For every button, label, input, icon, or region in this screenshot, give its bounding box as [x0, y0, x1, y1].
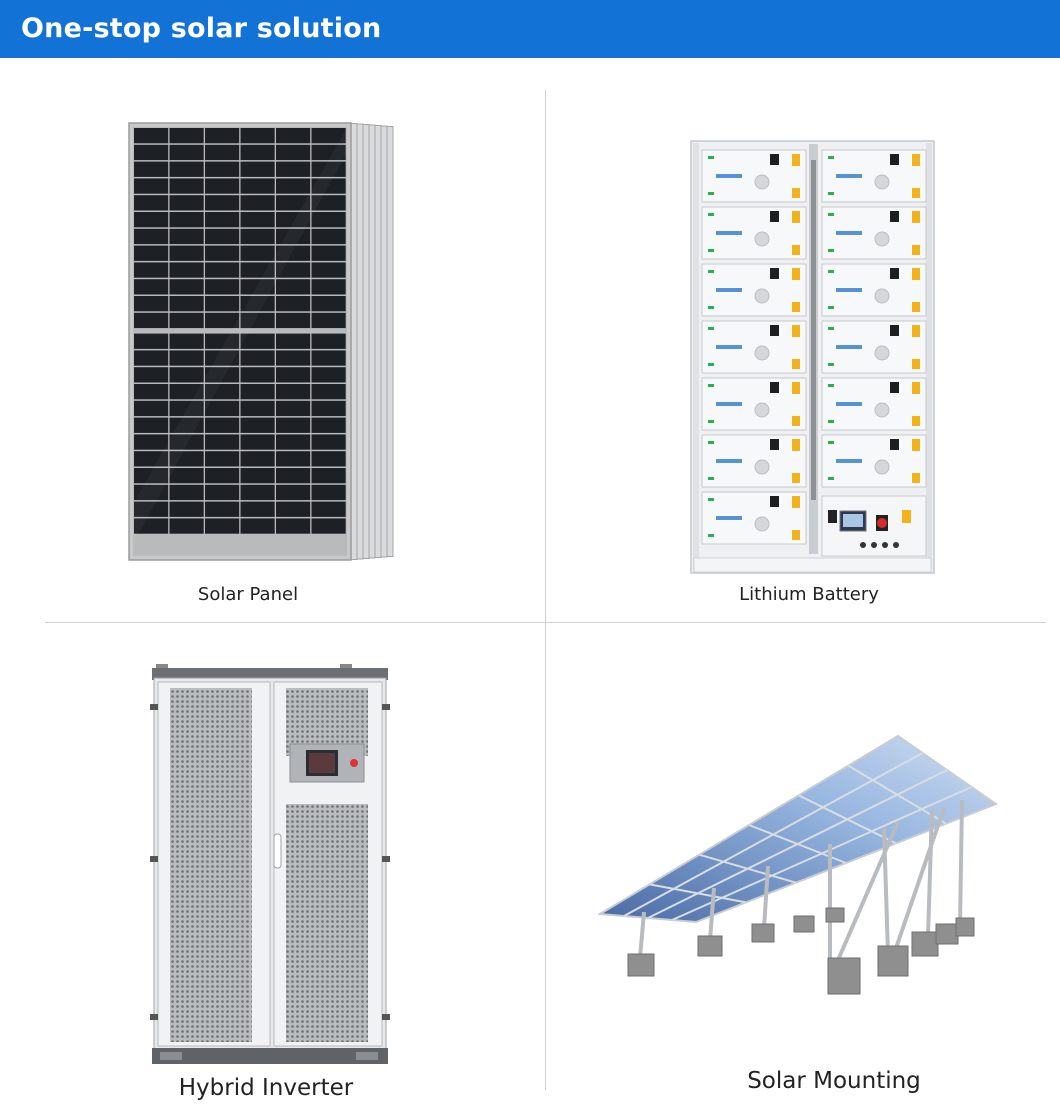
- page-title: One-stop solar solution: [21, 13, 382, 44]
- hybrid-inverter-image: [150, 664, 390, 1064]
- header-bar: One-stop solar solution: [0, 0, 1060, 58]
- solar-mounting-image: [598, 734, 999, 995]
- product-label: Hybrid Inverter: [178, 1075, 354, 1101]
- vertical-divider: [545, 90, 546, 1090]
- product-label: Lithium Battery: [739, 584, 879, 605]
- horizontal-divider: [45, 622, 1046, 623]
- solar-panel-image: [128, 122, 394, 561]
- product-label: Solar Mounting: [747, 1068, 921, 1094]
- product-label: Solar Panel: [197, 584, 299, 605]
- lithium-battery-image: [690, 140, 935, 574]
